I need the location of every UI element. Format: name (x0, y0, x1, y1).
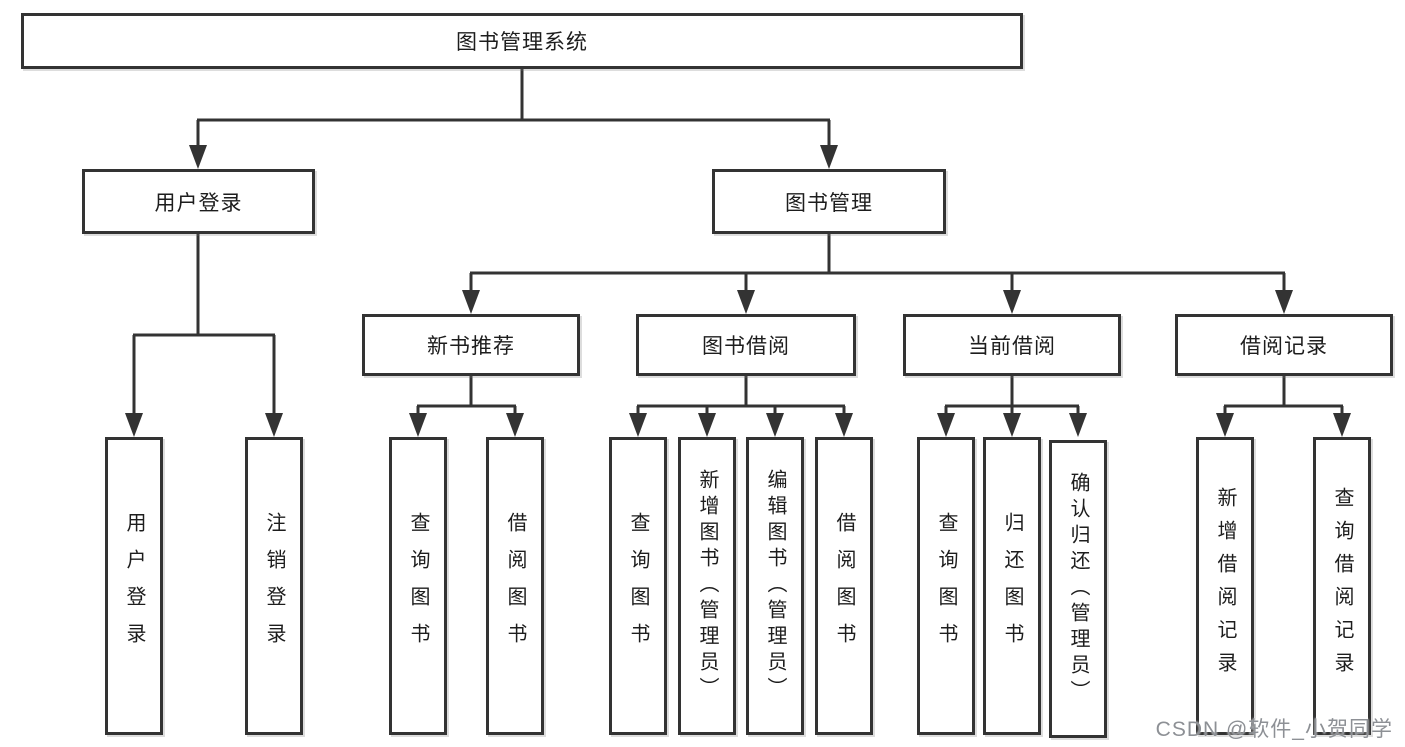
leaf-edit-books-admin: 编辑图书（管理员） (746, 437, 804, 735)
connector-root-to-level2 (196, 67, 831, 150)
leaf-query-books-1-label: 查询图书 (407, 512, 429, 660)
leaf-edit-books-admin-label: 编辑图书（管理员） (764, 469, 786, 703)
leaf-query-books-2-label: 查询图书 (627, 512, 649, 660)
node-new-book-recommend: 新书推荐 (362, 314, 580, 376)
leaf-add-borrow-record: 新增借阅记录 (1196, 437, 1254, 735)
node-root-label: 图书管理系统 (456, 31, 588, 54)
leaf-query-borrow-record: 查询借阅记录 (1313, 437, 1371, 735)
leaf-confirm-return-admin-label: 确认归还（管理员） (1067, 472, 1089, 706)
leaf-query-books-1: 查询图书 (389, 437, 447, 735)
connector-new-book-children (416, 375, 517, 420)
node-current-borrow-label: 当前借阅 (968, 335, 1056, 358)
leaf-logout: 注销登录 (245, 437, 303, 735)
leaf-borrow-books-2-label: 借阅图书 (833, 512, 855, 660)
node-book-management: 图书管理 (712, 169, 946, 234)
leaf-query-books-2: 查询图书 (609, 437, 667, 735)
node-borrow-record: 借阅记录 (1175, 314, 1393, 376)
leaf-add-books-admin-label: 新增图书（管理员） (696, 469, 718, 703)
node-new-book-recommend-label: 新书推荐 (427, 335, 515, 358)
node-borrow-record-label: 借阅记录 (1240, 335, 1328, 358)
leaf-borrow-books-2: 借阅图书 (815, 437, 873, 735)
node-root-library-system: 图书管理系统 (21, 13, 1023, 69)
leaf-query-books-3-label: 查询图书 (935, 512, 957, 660)
leaf-user-login: 用户登录 (105, 437, 163, 735)
node-book-borrow: 图书借阅 (636, 314, 856, 376)
leaf-borrow-books-1-label: 借阅图书 (504, 512, 526, 660)
node-book-borrow-label: 图书借阅 (702, 335, 790, 358)
connector-book-management-sections (469, 233, 1286, 295)
arrowheads (125, 145, 1351, 437)
node-user-login: 用户登录 (82, 169, 315, 234)
leaf-query-borrow-record-label: 查询借阅记录 (1331, 487, 1353, 685)
leaf-user-login-label: 用户登录 (123, 512, 145, 660)
leaf-logout-label: 注销登录 (263, 512, 285, 660)
connector-borrow-record-children (1223, 375, 1344, 420)
leaf-confirm-return-admin: 确认归还（管理员） (1049, 440, 1107, 738)
connector-book-borrow-children (636, 375, 846, 420)
leaf-query-books-3: 查询图书 (917, 437, 975, 735)
leaf-borrow-books-1: 借阅图书 (486, 437, 544, 735)
leaf-return-books: 归还图书 (983, 437, 1041, 735)
leaf-add-books-admin: 新增图书（管理员） (678, 437, 736, 735)
node-book-management-label: 图书管理 (785, 191, 873, 215)
connector-user-login-children (132, 233, 276, 420)
leaf-add-borrow-record-label: 新增借阅记录 (1214, 487, 1236, 685)
leaf-return-books-label: 归还图书 (1001, 512, 1023, 660)
node-user-login-label: 用户登录 (154, 191, 243, 215)
csdn-watermark: CSDN @软件_小贺同学 (1155, 718, 1393, 741)
node-current-borrow: 当前借阅 (903, 314, 1121, 376)
